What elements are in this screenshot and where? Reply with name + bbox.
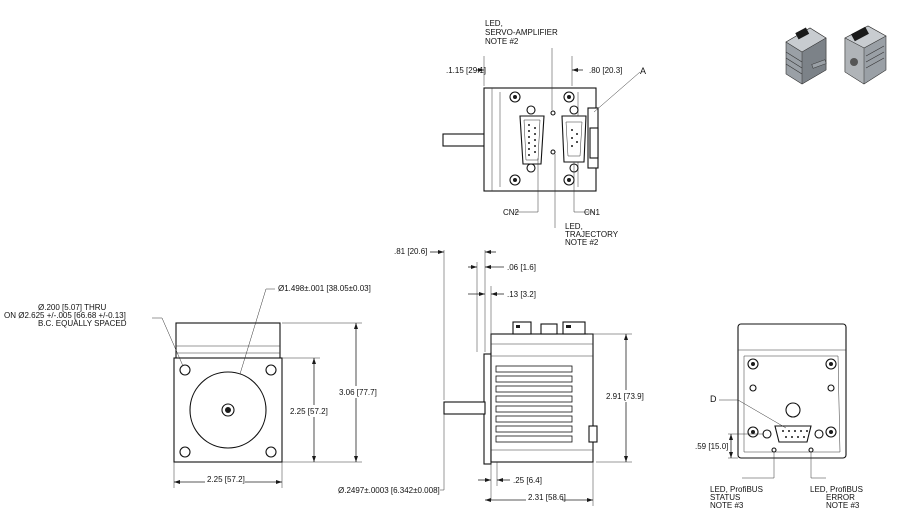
led-servo-callout-line1: LED, [485, 19, 503, 28]
isometric-view-1 [785, 27, 827, 85]
led-servo-callout-line2: SERVO-AMPLIFIER [485, 28, 558, 37]
rear-body [737, 323, 847, 459]
pilot-dim: Ø1.498±.001 [38.05±0.03] [278, 284, 371, 293]
led-traj-callout-line3: NOTE #2 [565, 238, 599, 247]
front-housing [175, 322, 281, 362]
dim-0-25: .25 [6.4] [513, 476, 542, 485]
hole-callout-line1: Ø.200 [5.07] THRU [38, 303, 107, 312]
led-error-line2: ERROR [826, 493, 855, 502]
top-shaft [442, 133, 486, 147]
dim-2-25-height: 2.25 [57.2] [290, 407, 328, 416]
label-cn1: CN1 [584, 208, 601, 217]
dim-2-25-width: 2.25 [57.2] [207, 475, 245, 484]
led-servo-amplifier [550, 110, 556, 116]
side-view: .81 [20.6] .06 [1.6] .13 [3.2] 2.91 [73.… [338, 247, 644, 506]
side-cooling-fins [495, 365, 573, 443]
led-traj-callout-line2: TRAJECTORY [565, 230, 619, 239]
mounting-hole-tr [265, 364, 277, 376]
profibus-connector-d [762, 425, 824, 443]
dim-2-91: 2.91 [73.9] [606, 392, 644, 401]
dim-0-80: .80 [20.3] [589, 66, 622, 75]
dim-2-31: 2.31 [58.6] [528, 493, 566, 502]
led-profibus-status [771, 447, 777, 453]
dim-shaft-diameter: Ø.2497±.0003 [6.342±0.008] [338, 486, 440, 495]
led-error-line1: LED, ProfiBUS [810, 485, 863, 494]
top-screw-tr [563, 91, 575, 103]
dim-0-06: .06 [1.6] [507, 263, 536, 272]
dim-0-59: .59 [15.0] [695, 442, 728, 451]
front-shaft [225, 407, 231, 413]
label-cn2: CN2 [503, 208, 520, 217]
rear-screw-bl [747, 426, 759, 438]
dim-3-06: 3.06 [77.7] [339, 388, 377, 397]
top-screw-br [563, 174, 575, 186]
top-screw-tl [509, 91, 521, 103]
top-view: .1.15 [29.1] LED, SERVO-AMPLIFIER NOTE #… [442, 19, 646, 247]
hole-callout-line3: B.C. EQUALLY SPACED [38, 319, 127, 328]
top-screw-bl [509, 174, 521, 186]
label-d: D [710, 394, 717, 404]
side-shaft [443, 401, 486, 415]
rear-port [785, 402, 801, 418]
mounting-hole-bl [179, 446, 191, 458]
rear-screw-br [825, 426, 837, 438]
rear-screw-tl [747, 358, 759, 370]
dim-0-81: .81 [20.6] [394, 247, 427, 256]
led-servo-callout-line3: NOTE #2 [485, 37, 519, 46]
label-a: A [640, 66, 646, 76]
led-profibus-error [808, 447, 814, 453]
hole-callout-line2: ON Ø2.625 +/-.005 [66.68 +/-0.13] [4, 311, 126, 320]
dim-0-13: .13 [3.2] [507, 290, 536, 299]
led-status-line2: STATUS [710, 493, 740, 502]
mounting-hole-tl [179, 364, 191, 376]
mounting-hole-br [265, 446, 277, 458]
led-error-line3: NOTE #3 [826, 501, 860, 510]
front-view: Ø.200 [5.07] THRU ON Ø2.625 +/-.005 [66.… [4, 284, 377, 488]
led-traj-callout-line1: LED, [565, 222, 583, 231]
led-status-line3: NOTE #3 [710, 501, 744, 510]
cn1-connector [561, 105, 587, 173]
isometric-view-2 [844, 25, 887, 85]
dim-1-15: .1.15 [29.1] [446, 66, 486, 75]
rear-view: D .59 [15.0] LED, ProfiBUS STATUS NOTE #… [695, 323, 863, 510]
led-trajectory [550, 149, 556, 155]
led-status-line1: LED, ProfiBUS [710, 485, 763, 494]
cn2-connector [519, 105, 545, 173]
rear-screw-tr [825, 358, 837, 370]
